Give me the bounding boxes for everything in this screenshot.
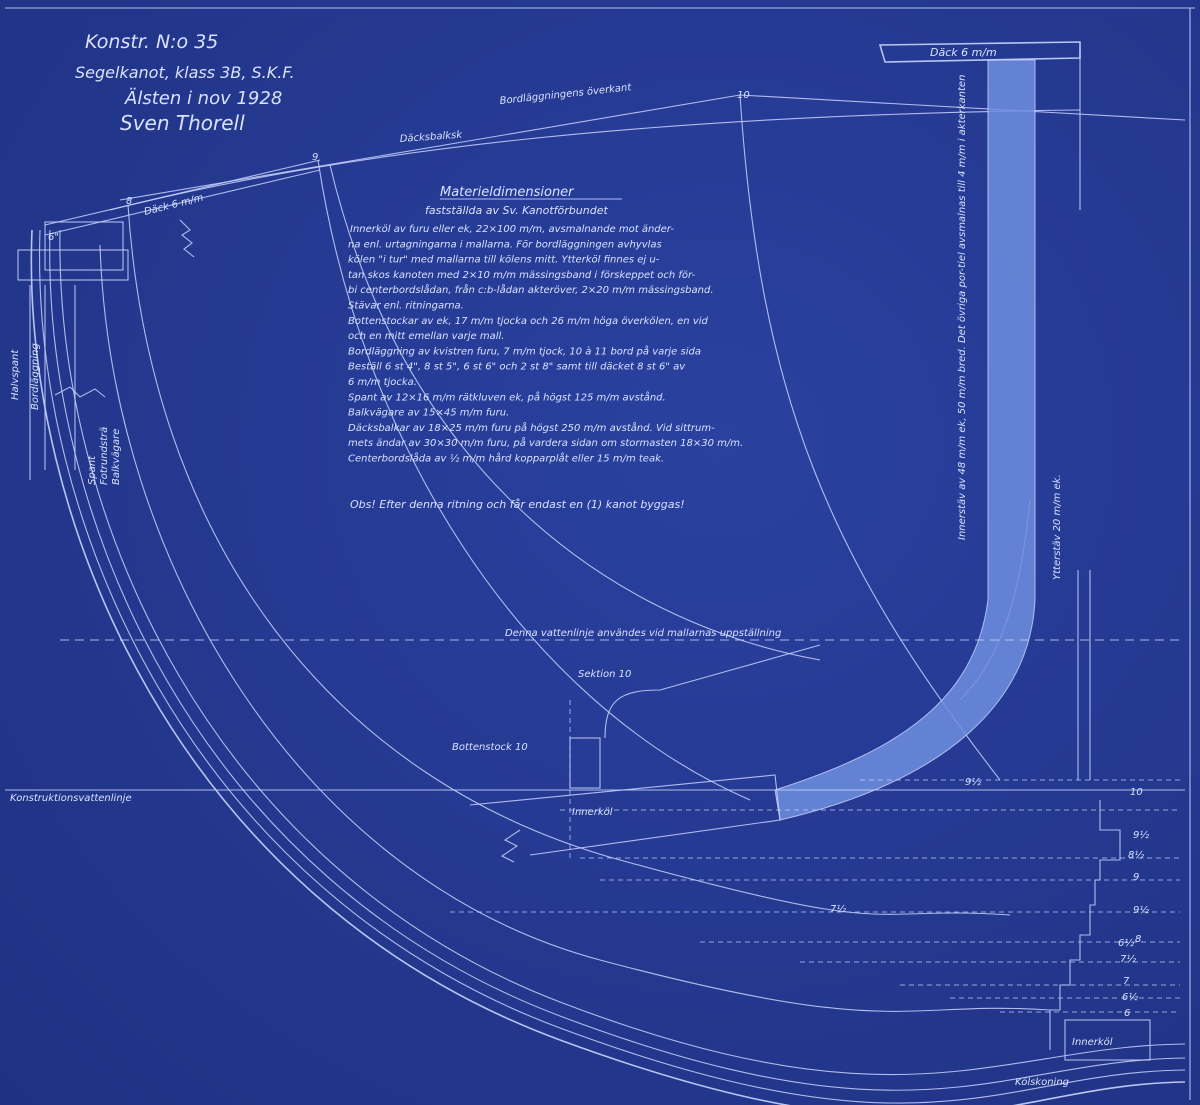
materials-line: bi centerbordslådan, från c:b-lådan akte…: [348, 283, 714, 296]
label-waterline: Denna vattenlinje användes vid mallarnas…: [505, 628, 781, 639]
label-bow-6: 6": [48, 232, 59, 243]
station-9h-mid: 9½: [965, 776, 981, 788]
station-7-r: 7: [1123, 976, 1130, 987]
label-keel-right: Innerköl: [1072, 1037, 1113, 1048]
section-10-curve: [604, 644, 821, 739]
title-line2: Segelkanot, klass 3B, S.K.F.: [75, 63, 295, 82]
label-inner-stem: Innerstäv av 48 m/m ek, 50 m/m bred. Det…: [957, 75, 968, 540]
deck-bow-line-2: [44, 169, 321, 236]
hull-curve-2: [39, 229, 1186, 1104]
break-mark-bow: [179, 219, 195, 258]
materials-line: och en mitt emellan varje mall.: [348, 331, 504, 342]
materials-note: Obs! Efter denna ritning och får endast …: [350, 498, 685, 511]
station-6h-r: 6½: [1118, 937, 1134, 949]
bow-gunwale: [17, 249, 129, 281]
label-deck-top: Däck 6 m/m: [930, 46, 997, 59]
signature: Sven Thorell: [120, 111, 245, 135]
station-6-r: 6: [1124, 1008, 1130, 1019]
station-9h2-r: 9½: [1133, 904, 1149, 916]
outer-hull-curve: [30, 229, 1186, 1105]
station-10-top: 10: [737, 90, 750, 101]
label-sheer: Bordläggningens överkant: [499, 82, 633, 107]
deck-curve: [109, 109, 1081, 211]
materials-block: Materieldimensioner fastställda av Sv. K…: [348, 185, 743, 511]
mould-9b: [329, 164, 821, 661]
materials-line: Stävar enl. ritningarna.: [348, 301, 464, 312]
label-section: Sektion 10: [578, 669, 631, 680]
label-keel-bottom: Kölskoning: [1015, 1077, 1069, 1088]
station-6h2-r: 6½: [1122, 991, 1138, 1003]
station-7h-mid: 7½: [830, 903, 846, 915]
station-numbers: 10 9 8 9½ 10 9½ 8½ 9 7½ 9½ 6½ 8 7½ 7 6½ …: [126, 90, 1149, 1019]
label-left-2: Bordläggning: [30, 343, 41, 410]
materials-line: Bottenstockar av ek, 17 m/m tjocka och 2…: [348, 316, 709, 327]
materials-line: Spant av 12×16 m/m rätkluven ek, på högs…: [348, 390, 666, 403]
label-left-3: Spant: [87, 455, 98, 485]
label-construction-line: Konstruktionsvattenlinje: [10, 793, 132, 804]
stem-piece: [774, 59, 1036, 821]
label-floor: Bottenstock 10: [452, 742, 528, 753]
station-8h-r: 8½: [1128, 849, 1144, 861]
label-left-1: Halvspant: [10, 349, 21, 400]
hull-curve-4: [59, 229, 1186, 1076]
title-block: Konstr. N:o 35 Segelkanot, klass 3B, S.K…: [75, 31, 295, 135]
materials-line: 6 m/m tjocka.: [348, 377, 417, 388]
materials-line: Bordläggning av kvistren furu, 7 m/m tjo…: [348, 344, 701, 357]
materials-line: Centerbordslåda av ½ m/m hård kopparplåt…: [348, 452, 664, 465]
label-deck-curve: Däcksbalksk: [399, 130, 463, 145]
sheer-line: [119, 94, 1186, 201]
inner-keel: [469, 774, 781, 856]
label-left-4: Fotrundsträ: [99, 427, 110, 485]
break-mark-frame: [54, 386, 106, 398]
keel-detail: [469, 644, 821, 863]
materials-line: tan skos kanoten med 2×10 m/m mässingsba…: [348, 270, 696, 281]
label-keel-mid: Innerköl: [572, 807, 613, 818]
station-7h-r: 7½: [1120, 953, 1136, 965]
drawing-labels: Däck 6 m/m Däck 6 m/m Bordläggningens öv…: [10, 46, 1113, 1088]
floor-block: [569, 737, 601, 789]
title-line3: Älsten i nov 1928: [124, 88, 282, 109]
materials-line: Innerköl av furu eller ek, 22×100 m/m, a…: [350, 224, 674, 235]
label-outer-stem: Ytterstäv 20 m/m ek.: [1052, 474, 1063, 580]
label-deck-bow: Däck 6 m/m: [143, 192, 205, 217]
bow-detail: [17, 219, 195, 480]
bow-block: [44, 221, 124, 271]
materials-line: Beställ 6 st 4", 8 st 5", 6 st 6" och 2 …: [348, 362, 686, 373]
materials-line: Balkvägare av 15×45 m/m furu.: [348, 408, 509, 419]
mould-8: [99, 244, 1051, 1012]
station-8-r: 8: [1135, 934, 1141, 945]
keel-box: [1064, 1019, 1151, 1061]
label-left-5: Balkvägare: [111, 429, 122, 485]
materials-heading: Materieldimensioner: [440, 185, 575, 200]
mould-8-inner: [127, 204, 1011, 916]
materials-line: Däcksbalkar av 18×25 m/m furu på högst 2…: [348, 421, 715, 434]
materials-lines: Innerköl av furu eller ek, 22×100 m/m, a…: [348, 224, 743, 465]
materials-line: mets ändar av 30×30 m/m furu, på vardera…: [348, 436, 743, 449]
station-10-r: 10: [1130, 787, 1143, 798]
hull-curve-3: [49, 229, 1186, 1091]
title-line1: Konstr. N:o 35: [85, 31, 218, 53]
materials-subheading: fastställda av Sv. Kanotförbundet: [425, 204, 608, 217]
station-8: 8: [126, 196, 132, 207]
materials-line: kölen "i tur" med mallarna till kölens m…: [348, 255, 660, 266]
deck-bow-line: [44, 159, 321, 226]
mould-10: [739, 94, 1001, 781]
materials-line: na enl. urtagningarna i mallarna. För bo…: [348, 239, 662, 250]
station-9: 9: [312, 152, 318, 163]
keel-step-outline: [1049, 800, 1121, 1050]
station-9h-r: 9½: [1133, 829, 1149, 841]
keel-break: [500, 829, 521, 863]
station-9-r: 9: [1133, 872, 1139, 883]
mould-9: [317, 159, 751, 801]
